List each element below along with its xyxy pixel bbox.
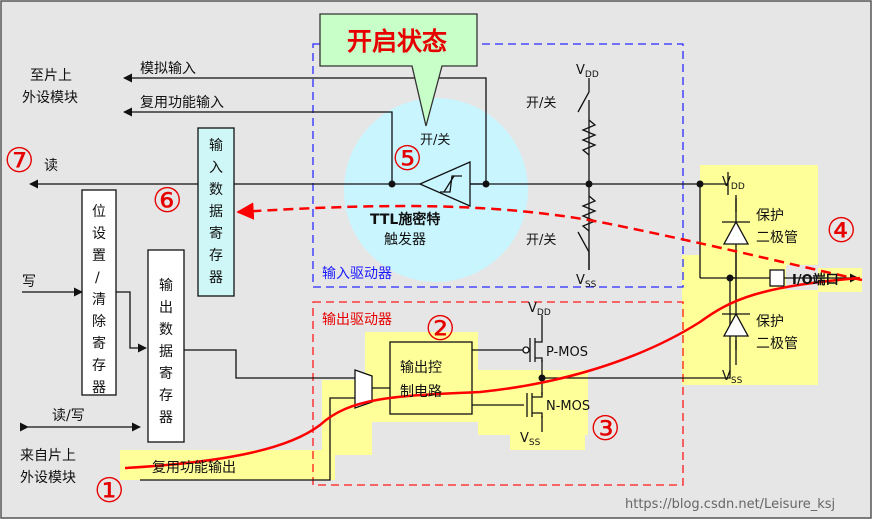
output-driver-label: 输出驱动器: [322, 312, 392, 328]
analog-input-label: 模拟输入: [140, 61, 196, 77]
protection-diode-bottom-line1: 保护: [756, 314, 784, 330]
schmitt-trigger-symbol: [418, 161, 486, 207]
marker-5: ⑤: [392, 139, 422, 179]
svg-text:寄: 寄: [92, 335, 106, 352]
watermark: https://blog.csdn.net/Leisure_ksj: [625, 497, 835, 512]
svg-text:输: 输: [159, 278, 173, 294]
svg-text:设: 设: [92, 226, 106, 242]
svg-text:入: 入: [209, 160, 223, 176]
callout-open-state: [319, 13, 478, 127]
schmitt-switch-label: 开/关: [420, 133, 450, 148]
bit-set-reset-register-label: 位设置 / 清除 寄存器: [92, 204, 106, 396]
junction-dots: [388, 180, 734, 382]
svg-text:寄: 寄: [209, 225, 223, 242]
bit-set-reset-register: [81, 189, 117, 396]
nmos-label: N-MOS: [546, 399, 590, 414]
input-driver-label: 输入驱动器: [322, 266, 392, 282]
input-signal-path: [236, 202, 863, 282]
marker-2: ②: [425, 309, 455, 349]
ttl-schmitt-line2: 触发器: [384, 232, 426, 248]
from-peripheral-line1: 来自片上: [20, 448, 76, 464]
input-data-register-label: 输入数 据寄存 器: [209, 138, 223, 286]
output-control-line1: 输出控: [400, 360, 442, 376]
svg-text:器: 器: [209, 270, 223, 286]
output-data-register: [147, 249, 185, 443]
pmos-label: P-MOS: [546, 345, 588, 360]
to-peripheral-line1: 至片上: [30, 68, 72, 84]
svg-text:位: 位: [92, 204, 106, 220]
input-driver-border: [312, 43, 684, 288]
svg-text:存: 存: [159, 388, 173, 404]
io-port-label: I/O端口: [792, 272, 839, 288]
marker-4: ④: [826, 211, 856, 251]
input-data-register: [197, 127, 235, 297]
protection-diode-top-line2: 二极管: [756, 230, 798, 246]
protection-diode-bottom-line2: 二极管: [756, 336, 798, 352]
marker-1: ①: [94, 471, 124, 511]
svg-text:数: 数: [209, 182, 223, 198]
pmos-transistor: [522, 333, 543, 362]
marker-3: ③: [590, 409, 620, 449]
marker-7: ⑦: [4, 141, 34, 181]
nmos-transistor: [526, 392, 543, 418]
write-label: 写: [22, 274, 36, 290]
ttl-schmitt-line1: TTL施密特: [370, 211, 440, 228]
svg-text:寄: 寄: [159, 365, 173, 382]
wiring: [19, 73, 780, 481]
svg-text:存: 存: [209, 248, 223, 264]
svg-text:器: 器: [92, 380, 106, 396]
alt-func-input-label: 复用功能输入: [140, 94, 224, 111]
step-markers: ① ② ③ ④ ⑤ ⑥ ⑦: [4, 139, 856, 511]
callout-title: 开启状态: [347, 27, 447, 56]
svg-text:据: 据: [159, 344, 173, 360]
svg-text:输: 输: [209, 138, 223, 154]
svg-text:/: /: [95, 270, 100, 286]
read-write-label: 读/写: [52, 407, 85, 424]
svg-text:置: 置: [92, 248, 106, 264]
svg-text:存: 存: [92, 358, 106, 374]
output-control-line2: 制电路: [400, 384, 442, 400]
output-driver-border: [312, 301, 684, 486]
svg-text:出: 出: [159, 300, 173, 316]
svg-text:数: 数: [159, 322, 173, 338]
protection-diode-top: [722, 220, 750, 245]
from-peripheral-line2: 外设模块: [20, 470, 76, 486]
alt-func-output-label: 复用功能输出: [152, 459, 236, 476]
output-signal-path: [124, 276, 861, 470]
protection-diode-bottom: [722, 312, 750, 337]
pulldown-switch-label: 开/关: [526, 233, 556, 248]
svg-text:除: 除: [92, 314, 106, 330]
output-data-register-label: 输出数 据寄存 器: [159, 278, 173, 426]
marker-6: ⑥: [152, 181, 182, 221]
svg-text:器: 器: [159, 410, 173, 426]
svg-text:清: 清: [92, 292, 106, 308]
svg-text:据: 据: [209, 204, 223, 220]
protection-diode-top-line1: 保护: [756, 208, 784, 224]
io-pin-pad: [769, 269, 785, 287]
read-label: 读: [44, 157, 58, 174]
to-peripheral-line2: 外设模块: [22, 90, 78, 106]
output-control-circuit: [389, 341, 473, 415]
pullup-switch-label: 开/关: [526, 96, 556, 111]
